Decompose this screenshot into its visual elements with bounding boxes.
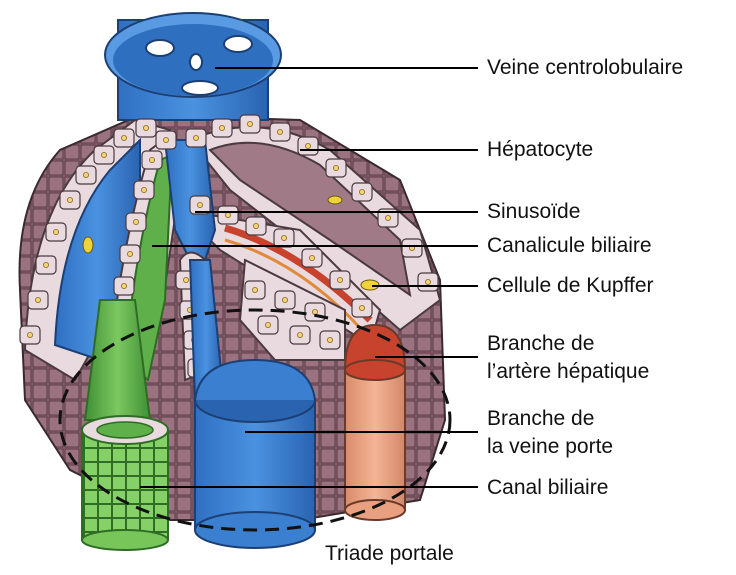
hepatocyte-nucleus: [183, 277, 188, 282]
hepatocyte-nucleus: [133, 219, 138, 224]
label-hepatic-artery: Branche de l’artère hépatique: [487, 330, 649, 386]
label-bile-canaliculus: Canalicule biliaire: [487, 232, 652, 260]
hepatocyte-nucleus: [127, 251, 132, 256]
hepatocyte-nucleus: [333, 165, 338, 170]
label-kupffer-cell: Cellule de Kupffer: [487, 272, 654, 300]
hepatocyte-nucleus: [385, 215, 390, 220]
hepatocyte-nucleus: [282, 297, 287, 302]
hepatocyte-nucleus: [163, 137, 168, 142]
hepatocyte-nucleus: [83, 172, 88, 177]
hepatocyte-nucleus: [309, 255, 314, 260]
hepatocyte-nucleus: [193, 135, 198, 140]
hepatocyte-nucleus: [143, 125, 148, 130]
hepatocyte-nucleus: [197, 202, 202, 207]
label-hepatic-artery-line1: Branche de: [487, 330, 649, 358]
hepatocyte-nucleus: [141, 187, 146, 192]
hepatocyte-nucleus: [265, 322, 270, 327]
hepatocyte-nucleus: [359, 189, 364, 194]
hepatocyte-nucleus: [425, 279, 430, 284]
hepatocyte-nucleus: [252, 287, 257, 292]
label-hepatic-artery-line2: l’artère hépatique: [487, 358, 649, 386]
label-central-vein: Veine centrolobulaire: [487, 54, 683, 82]
label-portal-vein-line2: la veine porte: [487, 433, 613, 461]
hepatocyte-nucleus: [35, 297, 40, 302]
hepatocyte-nucleus: [277, 129, 282, 134]
hepatic-artery-branch: [345, 325, 405, 520]
hepatocyte-nucleus: [43, 262, 48, 267]
hepatocyte-nucleus: [247, 121, 252, 126]
hepatocyte-nucleus: [225, 212, 230, 217]
hepatocyte-nucleus: [281, 235, 286, 240]
hepatocyte-nucleus: [53, 229, 58, 234]
label-portal-vein: Branche de la veine porte: [487, 405, 613, 461]
hepatocyte-nucleus: [253, 223, 258, 228]
hepatocyte-nucleus: [337, 277, 342, 282]
hepatocyte-nucleus: [219, 125, 224, 130]
hepatocyte-nucleus: [121, 135, 126, 140]
label-portal-triad: Triade portale: [325, 540, 454, 568]
hepatocyte-nucleus: [27, 332, 32, 337]
label-portal-vein-line1: Branche de: [487, 405, 613, 433]
label-hepatocyte: Hépatocyte: [487, 136, 593, 164]
hepatocyte-nucleus: [297, 332, 302, 337]
hepatocyte-nucleus: [121, 283, 126, 288]
hepatocyte-nucleus: [327, 337, 332, 342]
hepatocyte-nucleus: [149, 157, 154, 162]
hepatocyte-nucleus: [359, 305, 364, 310]
central-vein: [105, 13, 281, 120]
label-bile-duct: Canal biliaire: [487, 474, 608, 502]
label-sinusoid: Sinusoïde: [487, 198, 580, 226]
hepatocyte-nucleus: [67, 197, 72, 202]
hepatocyte-nucleus: [305, 143, 310, 148]
hepatocyte-nucleus: [101, 152, 106, 157]
